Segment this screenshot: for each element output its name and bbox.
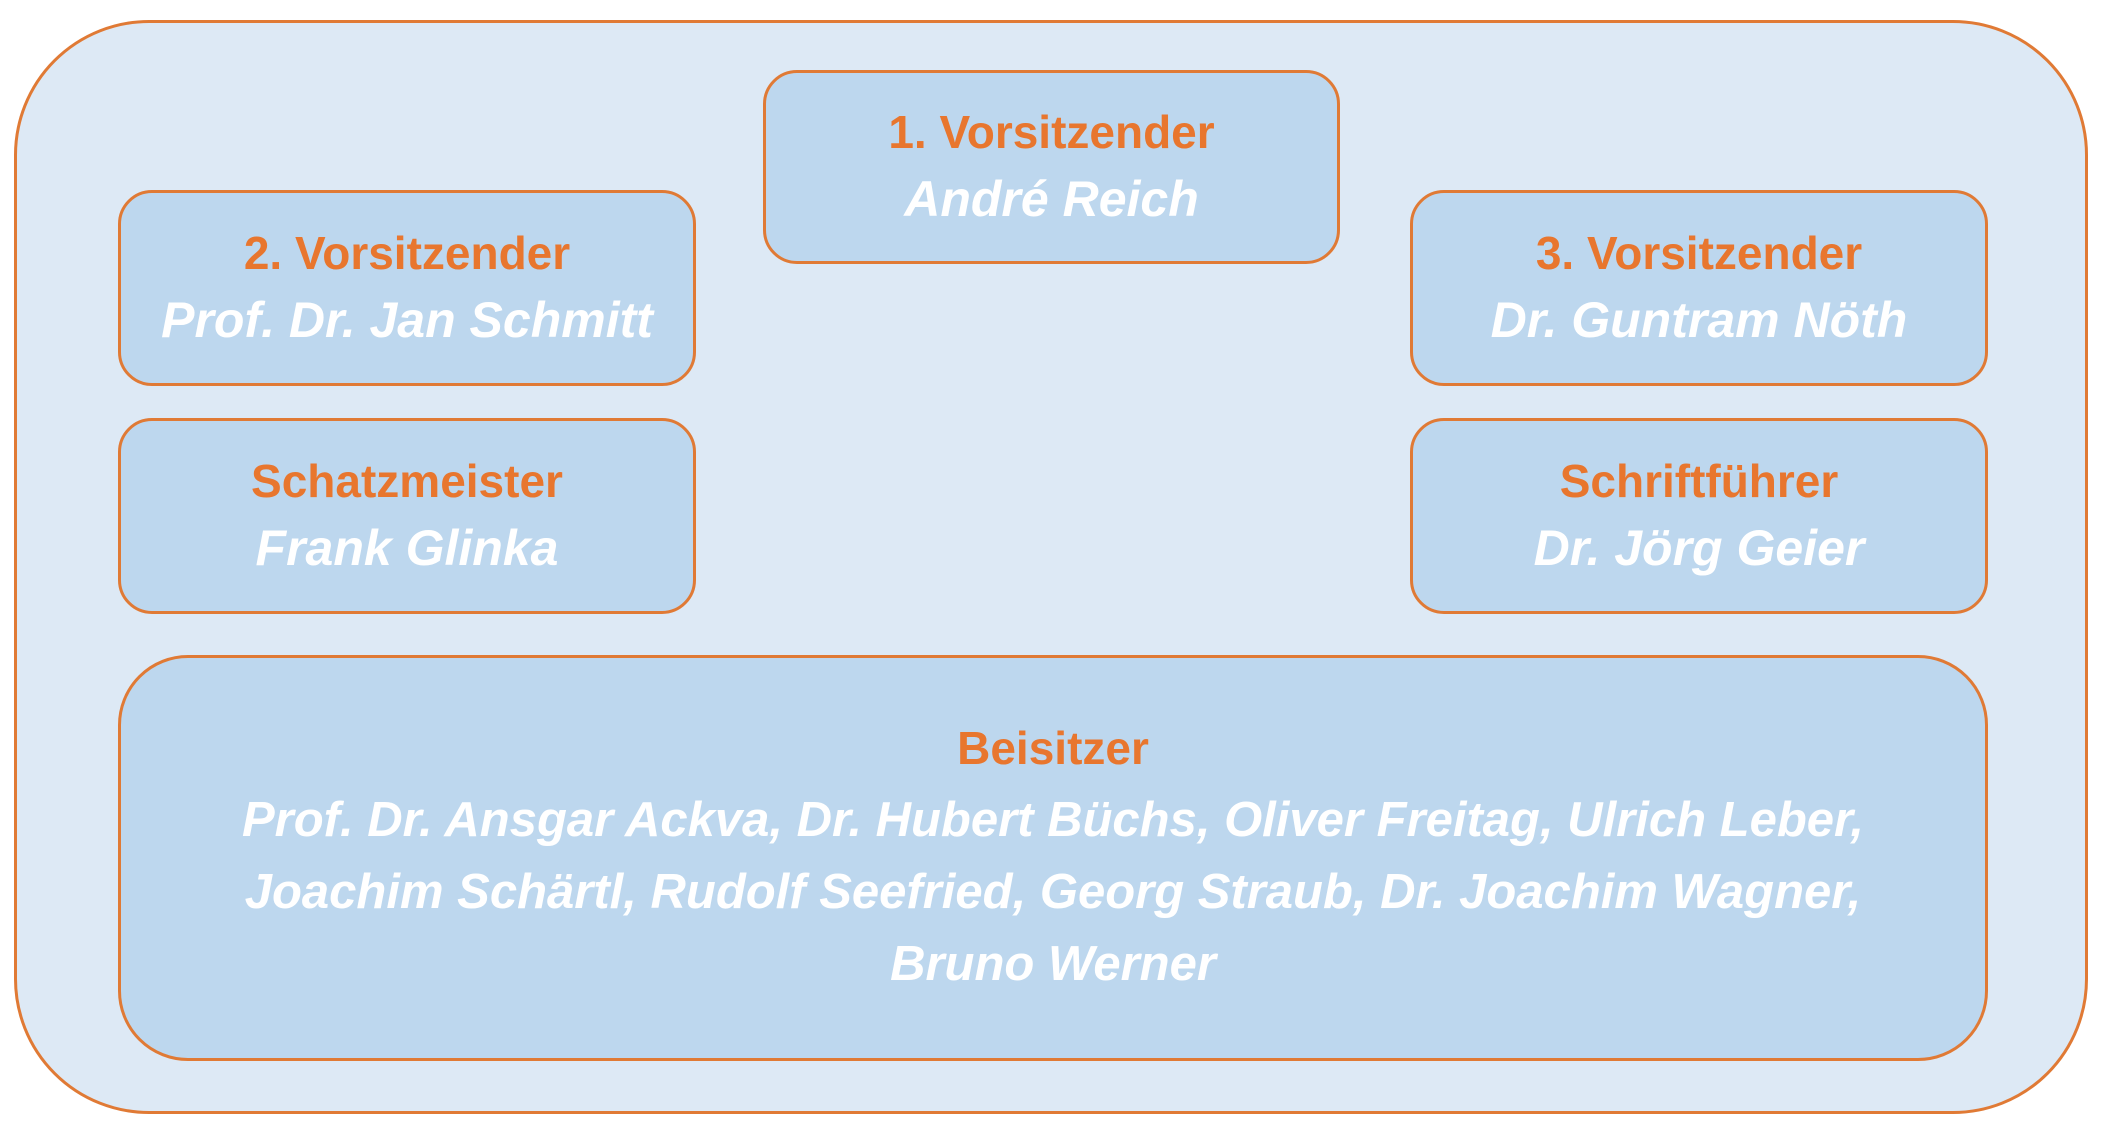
chair1-name: André Reich	[904, 171, 1199, 227]
treasurer-role: Schatzmeister	[251, 455, 563, 507]
secretary-name: Dr. Jörg Geier	[1533, 520, 1865, 576]
chair2-name: Prof. Dr. Jan Schmitt	[161, 292, 653, 348]
chair2-role: 2. Vorsitzender	[243, 227, 571, 279]
secretary-box: Schriftführer Dr. Jörg Geier	[1410, 418, 1988, 614]
assessors-members: Prof. Dr. Ansgar Ackva, Dr. Hubert Büchs…	[242, 784, 1864, 1000]
assessors-line: Joachim Schärtl, Rudolf Seefried, Georg …	[244, 865, 1862, 919]
secretary-role: Schriftführer	[1559, 455, 1839, 507]
treasurer-name: Frank Glinka	[255, 520, 559, 576]
chair1-box: 1. Vorsitzender André Reich	[763, 70, 1340, 264]
assessors-box: Beisitzer Prof. Dr. Ansgar Ackva, Dr. Hu…	[118, 655, 1988, 1061]
chair3-box: 3. Vorsitzender Dr. Guntram Nöth	[1410, 190, 1988, 386]
assessors-line: Bruno Werner	[890, 937, 1216, 991]
chair1-role: 1. Vorsitzender	[888, 106, 1215, 158]
assessors-line: Prof. Dr. Ansgar Ackva, Dr. Hubert Büchs…	[241, 793, 1865, 847]
assessors-role: Beisitzer	[957, 722, 1149, 774]
chair2-box: 2. Vorsitzender Prof. Dr. Jan Schmitt	[118, 190, 696, 386]
chair3-name: Dr. Guntram Nöth	[1490, 292, 1908, 348]
chair3-role: 3. Vorsitzender	[1535, 227, 1863, 279]
treasurer-box: Schatzmeister Frank Glinka	[118, 418, 696, 614]
